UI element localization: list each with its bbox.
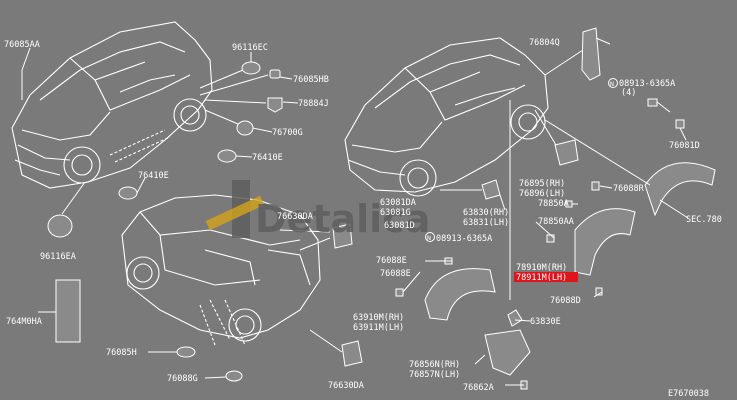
bracket-78884j <box>267 97 283 113</box>
clip-76088d <box>595 287 603 296</box>
clip-63830e <box>507 309 523 327</box>
vehicle-front-view-top-center <box>344 37 549 197</box>
label-76088r: 76088R <box>613 184 645 194</box>
label-96116ec: 96116EC <box>232 43 268 53</box>
label-63081da: 63081DA <box>380 198 416 208</box>
label-63081d: 63081D <box>384 221 415 231</box>
label-78911m-lh: 78911M(LH) <box>516 273 567 283</box>
label-76700g: 76700G <box>272 128 303 138</box>
label-78850aa: 78850AA <box>538 217 574 227</box>
seal-76630da-top <box>332 223 353 249</box>
clip-78850aa <box>546 234 555 243</box>
leader-lines <box>21 37 689 386</box>
plug-76088g <box>225 370 243 382</box>
guard-76895 <box>554 139 579 166</box>
vehicle-front-view-top-left <box>11 21 213 189</box>
label-76085hb: 76085HB <box>293 75 329 85</box>
label-76630da-bottom: 76630DA <box>328 381 364 391</box>
label-76088e: 76088E <box>376 256 407 266</box>
label-76804q: 76804Q <box>529 38 560 48</box>
clip-76088e-lower <box>395 288 404 297</box>
label-76085h: 76085H <box>106 348 137 358</box>
pad-764m0ha <box>55 279 81 343</box>
label-76410e-mid: 76410E <box>138 171 169 181</box>
label-76088g: 76088G <box>167 374 198 384</box>
label-63911m-lh: 63911M(LH) <box>353 323 404 333</box>
label-76088e-lower: 76088E <box>380 269 411 279</box>
fender-protector-78910m <box>574 208 636 276</box>
clip-76088r <box>591 181 600 191</box>
label-63081g: 63081G <box>380 208 411 218</box>
plug-76410e-top <box>217 149 237 163</box>
label-76630da-top: 76630DA <box>277 212 313 222</box>
label-76862a: 76862A <box>463 383 494 393</box>
part-labels: 76085AA 96116EC 76085HB 78884J 76700G 76… <box>4 38 722 399</box>
label-63830e: 63830E <box>530 317 561 327</box>
label-sec780: SEC.780 <box>686 215 722 225</box>
n-marker-mid-letter: N <box>427 234 431 242</box>
label-78884j: 78884J <box>298 99 329 109</box>
label-08913-6365a-mid: 08913-6365A <box>436 234 492 244</box>
protector-63910m <box>424 268 496 321</box>
clip-08913-6365a-top <box>647 98 658 107</box>
clip-76085hb <box>269 69 281 79</box>
n-marker-top-letter: N <box>610 80 614 88</box>
label-76410e-top: 76410E <box>252 153 283 163</box>
clip-76081d <box>675 119 685 129</box>
plug-76410e-mid <box>118 186 138 200</box>
label-76088d: 76088D <box>550 296 581 306</box>
label-78910m-rh: 78910M(RH) <box>516 263 567 273</box>
label-76895-rh: 76895(RH) <box>519 179 565 189</box>
reinforcement-76804q <box>581 27 601 81</box>
label-08913-6365a-top: 08913-6365A <box>619 79 675 89</box>
vehicle-rear-view-bottom-left <box>121 194 321 346</box>
label-08913-6365a-top-qty: (4) <box>621 88 636 98</box>
label-96116ea: 96116EA <box>40 252 76 262</box>
grommet-76700g <box>236 120 254 136</box>
clip-96116ec <box>241 61 261 75</box>
label-76085aa: 76085AA <box>4 40 40 50</box>
cap-96116ea <box>47 214 73 238</box>
parts-shapes <box>47 27 716 390</box>
label-63831-lh: 63831(LH) <box>463 218 509 228</box>
fender-protector-sec780 <box>644 162 716 217</box>
bracket-63081 <box>481 179 501 200</box>
seal-76630da-bottom <box>341 340 363 367</box>
n-marker-mid <box>425 232 435 242</box>
label-63830-rh: 63830(RH) <box>463 208 509 218</box>
label-63910m-rh: 63910M(RH) <box>353 313 404 323</box>
label-76857n-lh: 76857N(LH) <box>409 370 460 380</box>
label-76856n-rh: 76856N(RH) <box>409 360 460 370</box>
label-764m0ha: 764M0HA <box>6 317 42 327</box>
watermark: Detalica <box>205 180 430 241</box>
n-marker-top <box>608 78 618 88</box>
highlight-78911m <box>514 272 578 282</box>
label-76081d: 76081D <box>669 141 700 151</box>
diagram-code: E7670038 <box>668 389 709 399</box>
label-76896-lh: 76896(LH) <box>519 189 565 199</box>
label-78850a: 78850A <box>538 199 569 209</box>
mudguard-76856n <box>484 329 531 376</box>
watermark-text: Detalica <box>255 197 430 241</box>
plug-76085h <box>176 346 196 358</box>
